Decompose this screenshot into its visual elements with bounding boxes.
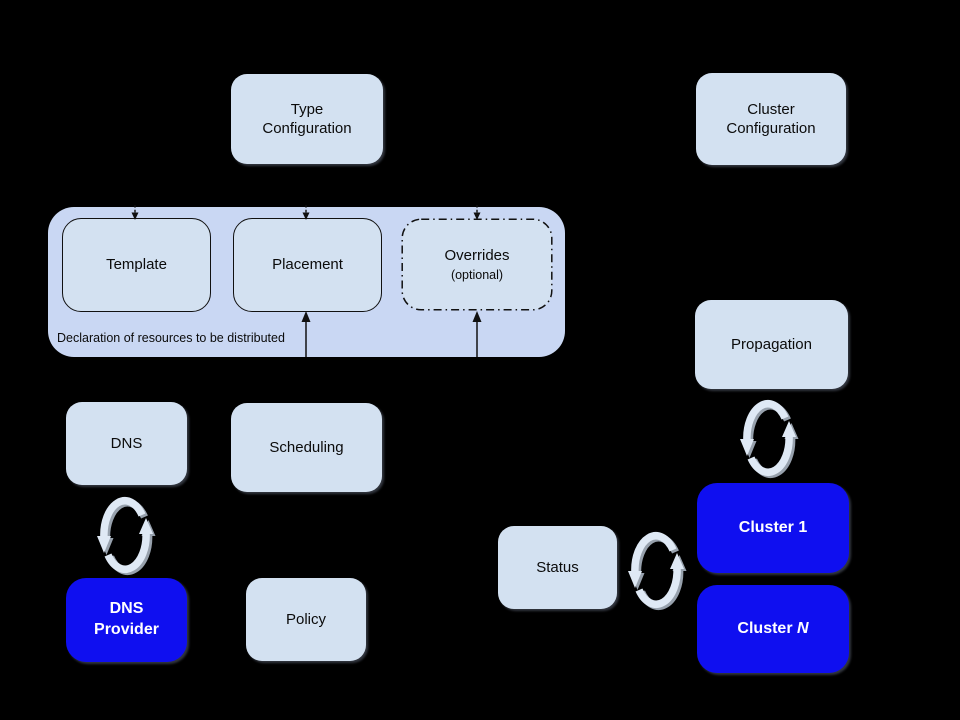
template-label: Template xyxy=(106,256,167,274)
solid-arrow-up-icon xyxy=(472,311,482,357)
propagation-label: Propagation xyxy=(731,335,812,353)
node-scheduling: Scheduling xyxy=(231,403,382,492)
cluster-n-label: Cluster N xyxy=(737,619,809,637)
node-policy: Policy xyxy=(246,578,366,661)
sync-cycle-icon xyxy=(97,497,156,575)
cluster-configuration-label: Cluster Configuration xyxy=(726,100,816,138)
overrides-sublabel: (optional) xyxy=(450,267,504,282)
node-propagation: Propagation xyxy=(695,300,848,389)
node-status: Status xyxy=(498,526,617,609)
declaration-caption: Declaration of resources to be distribut… xyxy=(57,331,285,345)
node-dns-provider: DNS Provider xyxy=(66,578,187,662)
status-label: Status xyxy=(536,558,579,576)
solid-arrow-up-icon xyxy=(301,311,311,357)
dashed-arrow-down-icon xyxy=(131,205,139,220)
type-configuration-label: Type Configuration xyxy=(262,100,352,138)
node-overrides: Overrides (optional) xyxy=(401,218,553,311)
sync-cycle-icon xyxy=(740,400,799,478)
sync-cycle-icon xyxy=(628,532,687,610)
node-type-configuration: Type Configuration xyxy=(231,74,383,164)
policy-label: Policy xyxy=(285,610,326,628)
node-cluster-configuration: Cluster Configuration xyxy=(696,73,846,165)
node-cluster-n: Cluster N xyxy=(697,585,849,673)
node-cluster-1: Cluster 1 xyxy=(697,483,849,573)
placement-label: Placement xyxy=(272,256,343,274)
node-dns: DNS xyxy=(66,402,187,485)
dns-label: DNS xyxy=(110,434,143,452)
dashed-arrow-down-icon xyxy=(302,205,310,220)
node-placement: Placement xyxy=(233,218,382,312)
overrides-label: Overrides (optional) xyxy=(444,247,510,282)
cluster-1-label: Cluster 1 xyxy=(738,518,808,536)
dns-provider-label: DNS Provider xyxy=(94,600,159,638)
dashed-arrow-down-icon xyxy=(473,205,481,220)
scheduling-label: Scheduling xyxy=(269,438,344,456)
node-template: Template xyxy=(62,218,211,312)
